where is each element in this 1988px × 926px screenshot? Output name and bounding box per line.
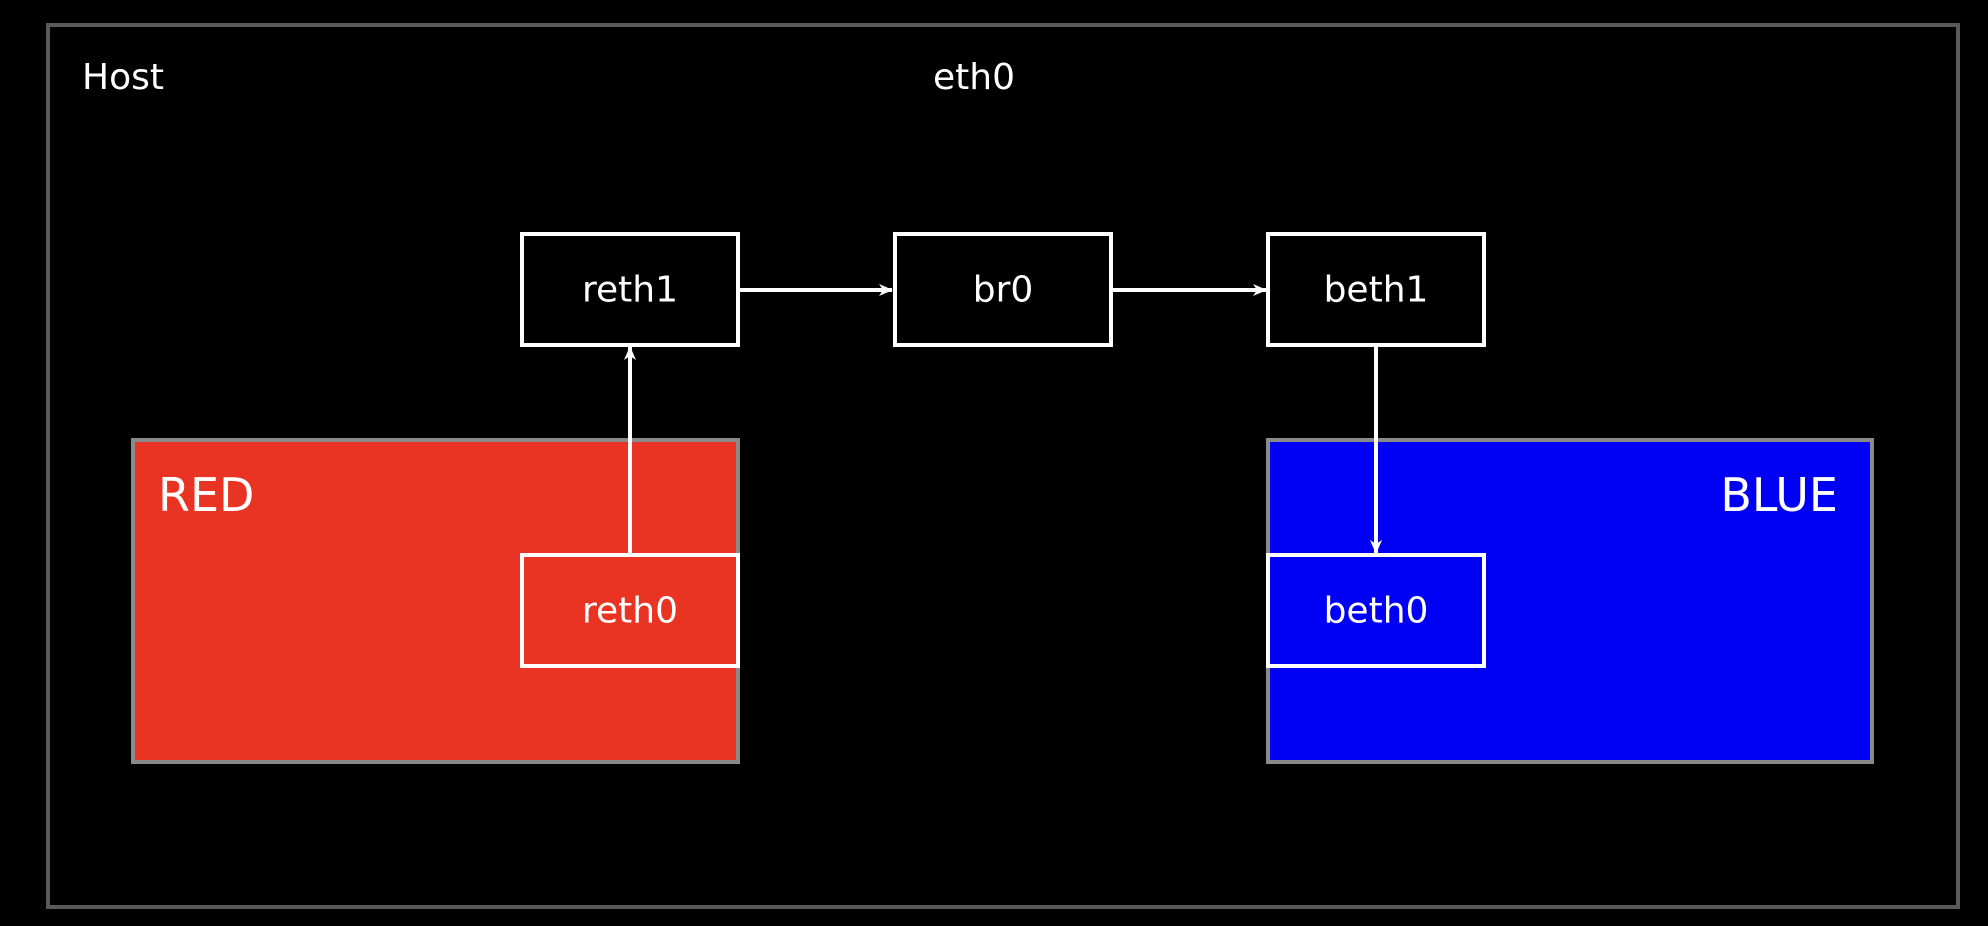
iface-br0-label: br0 xyxy=(973,270,1034,311)
red-namespace xyxy=(131,438,740,764)
iface-reth0: reth0 xyxy=(520,553,740,668)
iface-beth0: beth0 xyxy=(1266,553,1486,668)
iface-reth1: reth1 xyxy=(520,232,740,347)
iface-reth1-label: reth1 xyxy=(582,270,678,311)
host-label: Host xyxy=(82,57,164,98)
host-frame xyxy=(46,23,1960,909)
iface-beth0-label: beth0 xyxy=(1324,591,1429,632)
iface-beth1-label: beth1 xyxy=(1324,270,1429,311)
iface-reth0-label: reth0 xyxy=(582,591,678,632)
blue-namespace-label: BLUE xyxy=(1720,468,1838,522)
blue-namespace xyxy=(1266,438,1874,764)
eth0-label: eth0 xyxy=(933,57,1015,98)
iface-beth1: beth1 xyxy=(1266,232,1486,347)
red-namespace-label: RED xyxy=(158,468,254,522)
iface-br0: br0 xyxy=(893,232,1113,347)
